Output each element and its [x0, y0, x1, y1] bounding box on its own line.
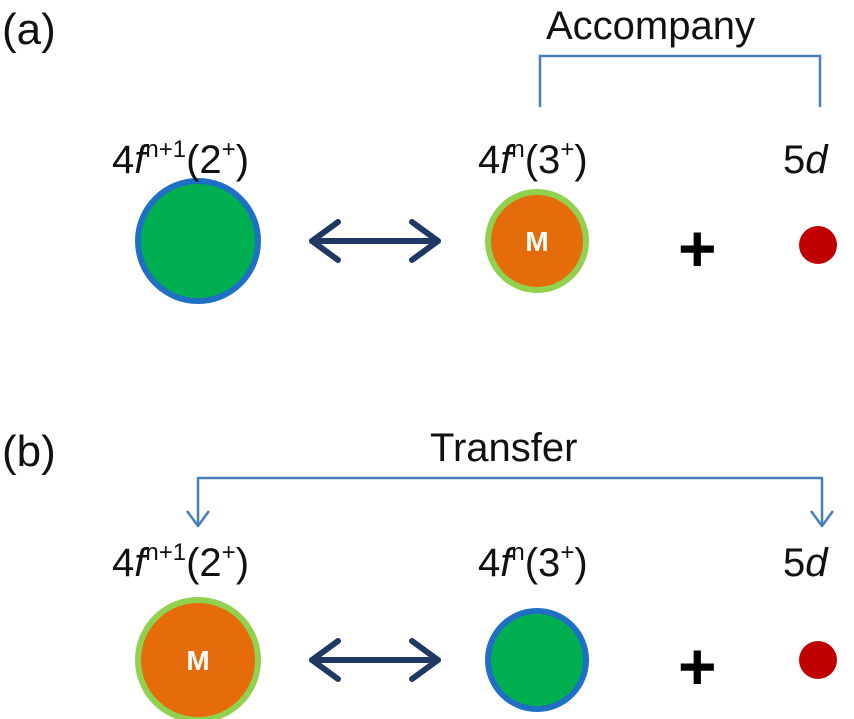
panel-a-plus-sign: + — [678, 211, 717, 285]
panel-a-label: (a) — [2, 5, 56, 54]
panel-b-ion-label: M — [186, 645, 209, 676]
panel-b-electron-5d — [799, 641, 837, 679]
panel-b-config-right: 5d — [783, 541, 828, 585]
panel-b-ion-3plus-green — [485, 608, 589, 712]
panel-b-config-mid: 4fn(3+) — [478, 539, 588, 585]
panel-a-config-mid: 4fn(3+) — [478, 136, 588, 182]
accompany-label: Accompany — [546, 4, 755, 48]
panel-a-ion-2plus-green — [135, 178, 261, 304]
panel-a-ion-3plus-orange — [485, 189, 589, 293]
accompany-bracket — [538, 54, 822, 107]
panel-b-graphics: M — [135, 476, 837, 719]
panel-a-ion-label: M — [525, 226, 548, 257]
panel-a-double-arrow — [309, 219, 441, 263]
panel-a-config-left: 4fn+1(2+) — [112, 136, 250, 182]
panel-b-plus-sign: + — [678, 629, 717, 703]
transfer-label: Transfer — [430, 426, 578, 470]
panel-a-electron-5d — [799, 226, 837, 264]
panel-b-config-left: 4fn+1(2+) — [112, 539, 250, 585]
panel-a-graphics: M — [135, 54, 837, 304]
panel-b-double-arrow — [309, 638, 441, 682]
panel-a-config-right: 5d — [783, 138, 828, 182]
panel-b-label: (b) — [2, 427, 56, 476]
panel-b-ion-2plus-orange — [135, 597, 261, 719]
transfer-bracket — [185, 476, 835, 528]
